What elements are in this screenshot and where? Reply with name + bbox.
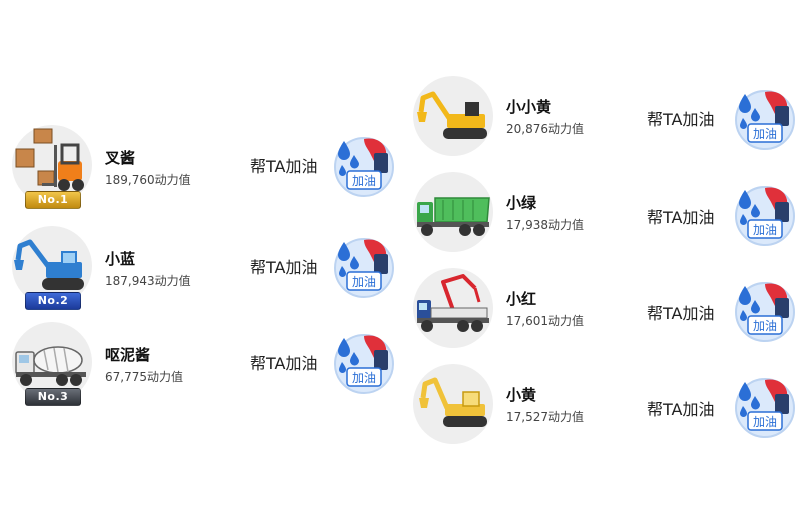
vehicle-name: 叉酱	[105, 149, 136, 167]
power-score: 67,775动力值	[105, 370, 183, 384]
fuel-pump-icon: 加油	[334, 334, 394, 394]
boost-label[interactable]: 帮TA加油	[250, 157, 318, 176]
yellow-excavator-icon	[417, 91, 487, 139]
power-score: 17,938动力值	[506, 218, 584, 232]
cement-mixer-icon	[15, 346, 86, 386]
rank-badge-3: No.3	[25, 388, 81, 406]
fuel-pump-icon: 加油	[735, 186, 795, 246]
dump-truck-avatar	[413, 172, 493, 252]
blue-excavator-icon	[14, 239, 84, 290]
forklift-icon	[15, 128, 84, 191]
power-score: 187,943动力值	[105, 274, 191, 288]
vehicle-name: 小黄	[506, 386, 537, 404]
crane-truck-avatar	[413, 268, 493, 348]
boost-label[interactable]: 帮TA加油	[647, 110, 715, 129]
fuel-icon-text: 加油	[352, 275, 376, 289]
vehicle-name: 小红	[506, 290, 537, 308]
boost-label[interactable]: 帮TA加油	[250, 258, 318, 277]
excavator-avatar	[413, 364, 493, 444]
fuel-icon-text: 加油	[753, 127, 777, 141]
rank-badge-2: No.2	[25, 292, 81, 310]
fuel-icon-text: 加油	[753, 223, 777, 237]
power-score: 20,876动力值	[506, 122, 584, 136]
fuel-button[interactable]: 加油	[731, 276, 799, 344]
fuel-button[interactable]: 加油	[330, 232, 398, 300]
vehicle-name: 呕泥酱	[105, 346, 151, 364]
ranking-row-1: No.1 叉酱 189,760动力值 帮TA加油 加油	[12, 125, 394, 215]
boost-label[interactable]: 帮TA加油	[647, 208, 715, 227]
ranking-row-2: No.2 小蓝 187,943动力值 帮TA加油 加油	[12, 226, 394, 316]
fuel-button[interactable]: 加油	[731, 372, 799, 440]
fuel-button[interactable]: 加油	[731, 84, 799, 152]
ranking-row-5: 小绿 17,938动力值 帮TA加油 加油	[413, 172, 795, 262]
fuel-icon-text: 加油	[352, 371, 376, 385]
fuel-pump-icon: 加油	[334, 238, 394, 298]
vehicle-name: 小蓝	[105, 250, 136, 268]
red-pump-truck-icon	[417, 274, 489, 332]
boost-label[interactable]: 帮TA加油	[250, 354, 318, 373]
boost-label[interactable]: 帮TA加油	[647, 304, 715, 323]
fuel-pump-icon: 加油	[735, 378, 795, 438]
vehicle-name: 小小黄	[506, 98, 552, 116]
green-dump-truck-icon	[417, 197, 490, 236]
ranking-row-6: 小红 17,601动力值 帮TA加油 加油	[413, 268, 795, 358]
boost-label[interactable]: 帮TA加油	[647, 400, 715, 419]
fuel-pump-icon: 加油	[735, 90, 795, 150]
power-score: 17,527动力值	[506, 410, 584, 424]
vehicle-name: 小绿	[506, 194, 537, 212]
ranking-row-7: 小黄 17,527动力值 帮TA加油 加油	[413, 364, 795, 454]
power-score: 189,760动力值	[105, 173, 191, 187]
power-score: 17,601动力值	[506, 314, 584, 328]
ranking-row-3: No.3 呕泥酱 67,775动力值 帮TA加油 加油	[12, 322, 394, 412]
fuel-button[interactable]: 加油	[330, 131, 398, 199]
fuel-pump-icon: 加油	[334, 137, 394, 197]
excavator-avatar	[413, 76, 493, 156]
rank-badge-1: No.1	[25, 191, 81, 209]
fuel-icon-text: 加油	[753, 319, 777, 333]
yellow-excavator-icon	[419, 377, 487, 427]
fuel-pump-icon: 加油	[735, 282, 795, 342]
fuel-icon-text: 加油	[352, 174, 376, 188]
fuel-button[interactable]: 加油	[330, 328, 398, 396]
fuel-button[interactable]: 加油	[731, 180, 799, 248]
ranking-row-4: 小小黄 20,876动力值 帮TA加油 加油	[413, 76, 795, 166]
fuel-icon-text: 加油	[753, 415, 777, 429]
